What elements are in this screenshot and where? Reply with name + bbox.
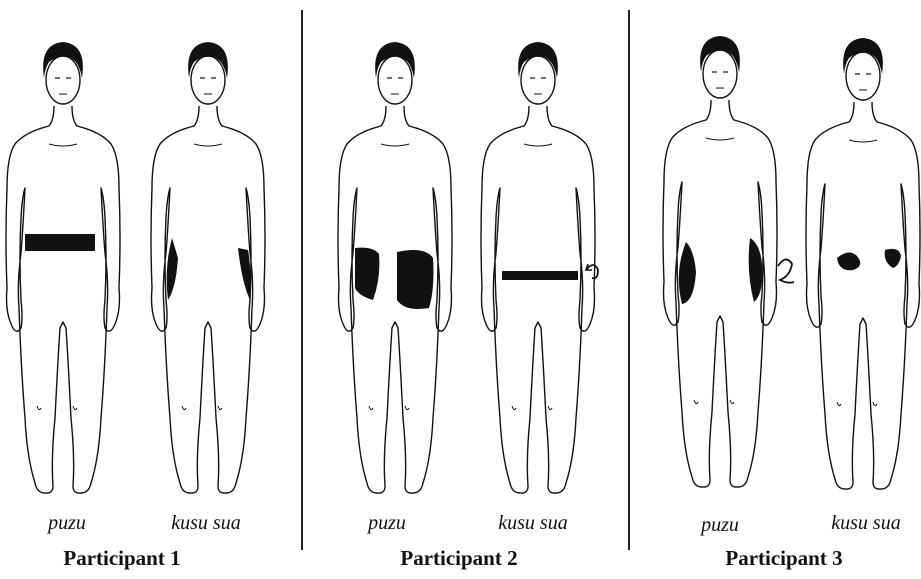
- figure-term-p3-back: kusu sua: [786, 512, 921, 535]
- body-outline: [481, 106, 595, 493]
- participant-label-2: Participant 2: [339, 546, 579, 571]
- collarbone-line: [849, 140, 877, 142]
- marking-right: [238, 248, 251, 300]
- marking-band: [25, 234, 95, 251]
- collarbone-line: [194, 144, 222, 146]
- figure-term-p2-back: kusu sua: [453, 512, 613, 535]
- knee-mark-left: [369, 406, 373, 410]
- human-figure-4: [481, 42, 598, 493]
- panel-divider-2: [628, 10, 630, 550]
- head-outline: [703, 50, 737, 98]
- marking-band: [502, 271, 578, 280]
- head-outline: [521, 56, 555, 104]
- knee-mark-right: [873, 402, 877, 406]
- head-outline: [46, 56, 80, 104]
- marking-left: [355, 248, 379, 300]
- human-figure-6: [806, 38, 920, 489]
- knee-mark-right: [218, 406, 222, 410]
- figure-term-p1-front: puzu: [0, 512, 147, 535]
- collarbone-line: [706, 138, 734, 140]
- knee-mark-left: [694, 400, 698, 404]
- knee-mark-left: [37, 406, 41, 410]
- knee-mark-right: [73, 406, 77, 410]
- human-figure-1: [6, 42, 120, 493]
- body-outline: [338, 106, 452, 493]
- marking-right: [885, 249, 901, 268]
- marking-left: [679, 242, 696, 304]
- knee-mark-left: [837, 402, 841, 406]
- curl-arrow-icon: [778, 259, 794, 282]
- figure-term-p2-front: puzu: [307, 512, 467, 535]
- participant-label-1: Participant 1: [2, 546, 242, 571]
- marking-left: [837, 252, 860, 270]
- head-outline: [378, 56, 412, 104]
- marking-left: [167, 238, 178, 300]
- collarbone-line: [524, 144, 552, 146]
- knee-mark-left: [512, 406, 516, 410]
- head-outline: [191, 56, 225, 104]
- collarbone-line: [49, 144, 77, 146]
- human-figure-2: [151, 42, 265, 493]
- head-outline: [846, 52, 880, 100]
- marking-right: [397, 250, 434, 309]
- figure-term-p3-front: puzu: [640, 514, 800, 537]
- body-outline: [806, 102, 920, 489]
- collarbone-line: [381, 144, 409, 146]
- knee-mark-right: [730, 400, 734, 404]
- figure-term-p1-back: kusu sua: [126, 512, 286, 535]
- human-figure-3: [338, 42, 452, 493]
- knee-mark-left: [182, 406, 186, 410]
- participant-label-3: Participant 3: [664, 546, 904, 571]
- human-figure-5: [663, 36, 794, 487]
- knee-mark-right: [548, 406, 552, 410]
- body-outline: [6, 106, 120, 493]
- knee-mark-right: [405, 406, 409, 410]
- marking-right: [749, 238, 763, 302]
- panel-divider-1: [301, 10, 303, 550]
